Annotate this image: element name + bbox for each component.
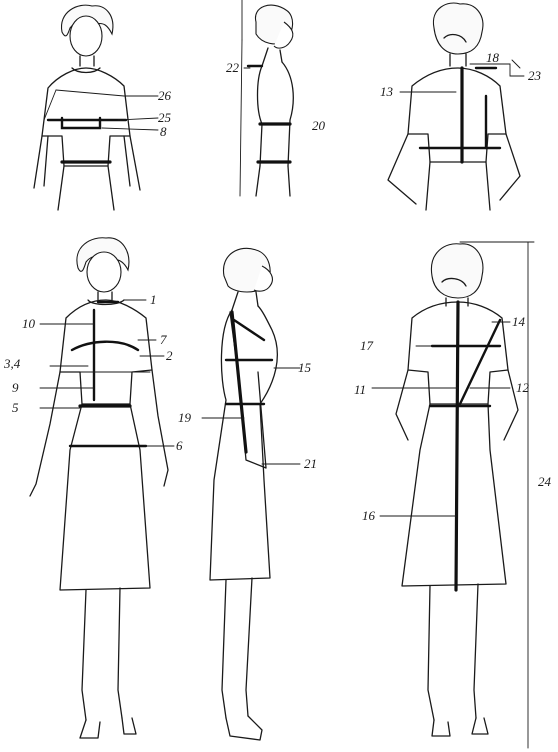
label-11: 11 [354,382,366,397]
label-18: 18 [486,50,500,65]
figure-full-front [29,237,175,739]
label-13: 13 [380,84,394,99]
label-1: 1 [150,292,157,307]
label-7: 7 [160,332,167,347]
label-12: 12 [516,380,530,395]
measurement-labels: 26 25 8 22 20 13 18 23 1 10 7 2 3,4 9 5 … [3,50,552,523]
label-17: 17 [360,338,374,353]
label-3-4: 3,4 [3,356,21,371]
label-20: 20 [312,118,326,133]
label-9: 9 [12,380,19,395]
label-10: 10 [22,316,36,331]
label-21: 21 [304,456,317,471]
figure-full-side [201,247,301,741]
label-26: 26 [158,88,172,103]
label-19: 19 [178,410,192,425]
label-25: 25 [158,110,172,125]
figure-top-back [387,2,525,211]
label-23: 23 [528,68,542,83]
figure-full-back [371,241,535,749]
figure-top-front [33,4,159,211]
figure-top-side [239,0,294,197]
label-16: 16 [362,508,376,523]
label-22: 22 [226,60,240,75]
label-8: 8 [160,124,167,139]
label-5: 5 [12,400,19,415]
label-6: 6 [176,438,183,453]
label-24: 24 [538,474,552,489]
label-2: 2 [166,348,173,363]
label-14: 14 [512,314,526,329]
label-15: 15 [298,360,312,375]
